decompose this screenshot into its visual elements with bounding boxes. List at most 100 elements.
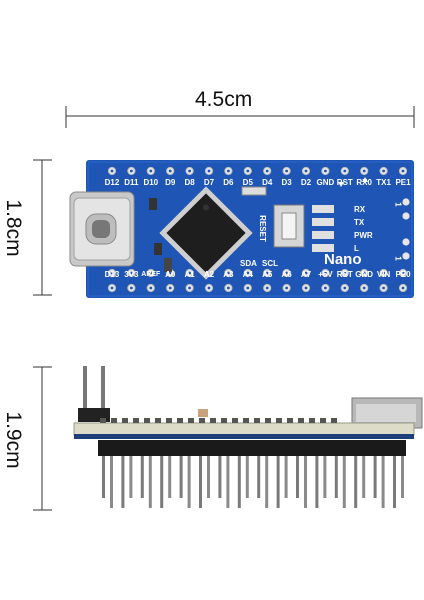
pin-hole — [401, 169, 405, 173]
pin-label: A2 — [203, 270, 215, 279]
header-pin — [257, 456, 261, 498]
pin-hole — [304, 286, 308, 290]
pin-hole — [401, 286, 405, 290]
led-label-pwr: PWR — [354, 231, 373, 240]
pin-hole — [207, 169, 211, 173]
header-pin — [362, 456, 366, 498]
pin-hole — [149, 169, 153, 173]
header-pin — [121, 456, 125, 508]
pin-label: A0 — [165, 270, 176, 279]
pin-label: A1 — [184, 270, 195, 279]
pin-hole — [188, 286, 191, 290]
smd-component — [298, 418, 304, 423]
pin-hole — [110, 286, 114, 290]
pin-hole — [265, 286, 269, 290]
height-label: 1.8cm — [2, 199, 25, 257]
side-view-graphic — [73, 366, 423, 508]
side-pin-pad — [402, 198, 410, 206]
side-header-pins — [102, 456, 404, 508]
outer-top-pad-row — [107, 283, 408, 293]
header-number-2: 1 — [393, 202, 403, 207]
header-pin — [373, 456, 377, 498]
pin-label: D5 — [242, 178, 253, 187]
pin-hole — [304, 271, 308, 275]
header-pin — [296, 456, 299, 498]
height-dimension-lines — [33, 159, 52, 296]
led-indicators — [312, 205, 334, 252]
pin-hole — [324, 271, 327, 275]
pin-hole — [227, 286, 230, 290]
side-height-label: 1.9cm — [2, 411, 25, 469]
smd-component — [166, 418, 172, 423]
smd-component — [155, 418, 161, 423]
pin-hole — [304, 169, 308, 173]
pin-hole — [343, 169, 347, 173]
height-dimension: 1.8cm — [0, 150, 60, 300]
pin-hole — [324, 169, 327, 173]
pin-label: D7 — [203, 178, 215, 187]
pin-label: D10 — [143, 178, 159, 187]
smd-component — [232, 418, 238, 423]
header-pin — [110, 456, 113, 508]
board-name: Nano — [324, 251, 362, 268]
smd-component — [221, 418, 227, 423]
pin-label: RX0 — [356, 178, 372, 187]
header-pin — [187, 456, 191, 508]
header-pin — [218, 456, 222, 498]
header-pin — [334, 456, 338, 498]
header-pin — [237, 456, 241, 508]
pin-label: A4 — [242, 270, 253, 279]
header-pin — [265, 456, 269, 508]
led-label-l: L — [354, 244, 359, 253]
pcb-edge — [73, 422, 415, 436]
smd-component — [287, 418, 293, 423]
header-pin — [199, 456, 202, 508]
pin-label: GND — [316, 178, 335, 187]
pin-hole — [246, 169, 250, 173]
header-pin — [102, 456, 105, 498]
smd-component — [199, 418, 205, 423]
pin-label: D3 — [281, 178, 292, 187]
pin-hole — [343, 286, 347, 290]
bottom-header-strip — [98, 440, 406, 456]
reset-label: RESET — [257, 215, 267, 242]
rx-arrow-icon — [338, 182, 344, 187]
led-label-tx: TX — [354, 218, 365, 227]
side-pin-pad — [402, 212, 410, 220]
header-pin — [148, 456, 152, 508]
pin-hole — [401, 271, 405, 275]
reset-button-icon — [273, 204, 305, 248]
pin-label: A6 — [281, 270, 292, 279]
pin-label: D13 — [104, 270, 120, 279]
pin-hole — [130, 286, 133, 290]
pin-label: RST — [336, 270, 353, 279]
header-pin — [226, 456, 230, 508]
header-pin — [276, 456, 280, 508]
pin-label: D2 — [300, 178, 312, 187]
smd-component — [144, 418, 150, 423]
scl-label: SCL — [262, 259, 278, 268]
pin-hole — [362, 286, 366, 290]
smd-component — [309, 418, 315, 423]
usb-c-connector-icon — [69, 191, 135, 267]
smd-component — [320, 418, 326, 423]
smd-component — [188, 418, 194, 423]
pin-label: PE1 — [395, 178, 411, 187]
smd-component — [331, 418, 337, 423]
pin-hole — [382, 169, 385, 173]
pin-hole — [382, 271, 385, 275]
pin-label: 3V3 — [124, 270, 139, 279]
pin-hole — [246, 286, 250, 290]
pin-hole — [382, 286, 385, 290]
width-dimension-lines — [65, 106, 415, 128]
pin-label: A5 — [262, 270, 273, 279]
pin-hole — [168, 169, 172, 173]
pin-label: D9 — [165, 178, 176, 187]
header-pin — [160, 456, 164, 508]
pin-label: RST — [336, 178, 353, 187]
smd-component — [133, 418, 139, 423]
header-pin — [315, 456, 319, 508]
pin-hole — [227, 169, 230, 173]
pin-hole — [265, 169, 269, 173]
crystal-icon — [241, 186, 267, 196]
